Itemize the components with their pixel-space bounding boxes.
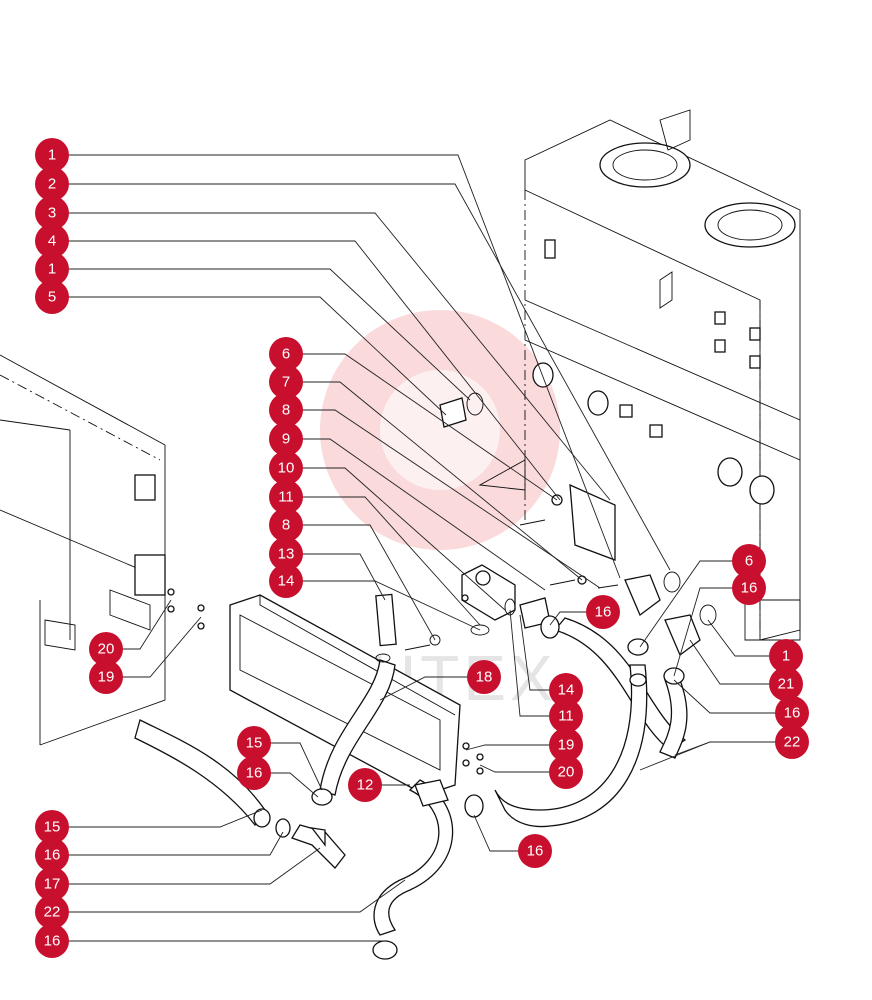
svg-text:6: 6	[282, 346, 290, 363]
callout-16a: 16	[237, 756, 271, 790]
svg-text:17: 17	[44, 876, 61, 893]
svg-text:21: 21	[778, 676, 795, 693]
svg-text:16: 16	[784, 705, 801, 722]
callout-15a: 15	[237, 726, 271, 760]
svg-text:16: 16	[741, 580, 758, 597]
svg-text:2: 2	[48, 176, 56, 193]
svg-text:1: 1	[48, 147, 56, 164]
machine-frame	[524, 109, 801, 641]
svg-text:13: 13	[278, 546, 295, 563]
callout-9: 9	[269, 422, 303, 456]
svg-text:3: 3	[48, 205, 56, 222]
callout-7: 7	[269, 365, 303, 399]
callout-22a: 22	[35, 895, 69, 929]
svg-text:16: 16	[44, 933, 61, 950]
callout-13: 13	[269, 537, 303, 571]
svg-text:16: 16	[246, 765, 263, 782]
callout-6b: 6	[732, 544, 766, 578]
callout-1b: 1	[35, 252, 69, 286]
svg-text:16: 16	[44, 847, 61, 864]
callout-6a: 6	[269, 337, 303, 371]
svg-text:20: 20	[558, 764, 575, 781]
svg-text:14: 14	[558, 682, 575, 699]
callout-1a: 1	[35, 138, 69, 172]
callout-10: 10	[269, 451, 303, 485]
callout-14a: 14	[269, 564, 303, 598]
svg-text:9: 9	[282, 431, 290, 448]
svg-text:12: 12	[357, 777, 374, 794]
callout-17: 17	[35, 867, 69, 901]
svg-text:22: 22	[784, 734, 801, 751]
svg-text:19: 19	[558, 737, 575, 754]
clamps	[167, 588, 685, 960]
svg-text:19: 19	[98, 669, 115, 686]
callout-16f: 16	[732, 571, 766, 605]
svg-text:15: 15	[44, 819, 61, 836]
left-frame	[0, 354, 166, 746]
svg-text:8: 8	[282, 402, 290, 419]
callout-16b: 16	[35, 838, 69, 872]
svg-text:15: 15	[246, 735, 263, 752]
svg-text:4: 4	[48, 233, 56, 250]
svg-text:16: 16	[527, 843, 544, 860]
svg-text:1: 1	[48, 261, 56, 278]
callout-21: 21	[769, 667, 803, 701]
callout-18: 18	[467, 660, 501, 694]
callout-8b: 8	[269, 508, 303, 542]
watermark-logo	[320, 310, 560, 550]
callout-14b: 14	[549, 673, 583, 707]
callout-22b: 22	[775, 725, 809, 759]
callout-2: 2	[35, 167, 69, 201]
svg-text:14: 14	[278, 573, 295, 590]
svg-text:18: 18	[476, 669, 493, 686]
svg-text:5: 5	[48, 289, 56, 306]
svg-text:6: 6	[745, 553, 753, 570]
callout-11b: 11	[549, 699, 583, 733]
callout-5: 5	[35, 280, 69, 314]
valve-block	[375, 392, 717, 657]
callout-16d: 16	[586, 595, 620, 629]
callout-20a: 20	[89, 632, 123, 666]
svg-text:10: 10	[278, 460, 295, 477]
svg-text:1: 1	[782, 648, 790, 665]
callout-8a: 8	[269, 393, 303, 427]
callout-16g: 16	[775, 696, 809, 730]
callout-11a: 11	[269, 480, 303, 514]
callout-16c: 16	[35, 924, 69, 958]
callout-15b: 15	[35, 810, 69, 844]
callout-20b: 20	[549, 755, 583, 789]
callout-3: 3	[35, 196, 69, 230]
svg-text:7: 7	[282, 374, 290, 391]
svg-text:22: 22	[44, 904, 61, 921]
svg-text:20: 20	[98, 641, 115, 658]
callout-19b: 19	[549, 728, 583, 762]
callout-19a: 19	[89, 660, 123, 694]
callout-4: 4	[35, 224, 69, 258]
svg-text:16: 16	[595, 604, 612, 621]
callout-1c: 1	[769, 639, 803, 673]
leader-lines	[68, 154, 776, 942]
svg-text:8: 8	[282, 517, 290, 534]
svg-text:11: 11	[278, 489, 294, 506]
callout-12: 12	[348, 768, 382, 802]
callout-16e: 16	[518, 834, 552, 868]
svg-text:11: 11	[558, 708, 574, 725]
